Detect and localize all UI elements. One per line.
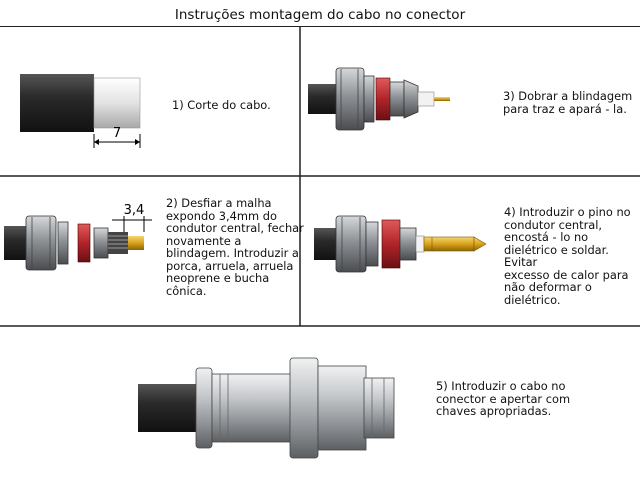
dielectric — [417, 91, 435, 107]
caption-line: porca, arruela, arruela — [166, 258, 294, 273]
nut — [335, 215, 367, 273]
step-5-illustration — [138, 357, 395, 459]
caption-line: 2) Desfiar a malha — [166, 196, 272, 210]
connector-body — [211, 373, 293, 443]
cone-bushing — [399, 227, 417, 261]
nut — [335, 67, 365, 131]
step-2-caption: 2) Desfiar a malha expondo 3,4mm do cond… — [166, 197, 304, 297]
caption-line: excesso de calor para — [504, 267, 629, 282]
neoprene-washer — [77, 223, 91, 263]
caption-line: dielétrico. — [504, 292, 561, 307]
page-title: Instruções montagem do cabo no conector — [0, 4, 640, 27]
cone-bushing — [389, 81, 405, 117]
caption-line: condutor central, — [504, 217, 603, 232]
caption-line: expondo 3,4mm do — [166, 208, 277, 223]
caption-line: 1) Corte do cabo. — [172, 98, 271, 112]
step-1-caption: 1) Corte do cabo. — [172, 99, 271, 112]
nut — [25, 215, 57, 271]
caption-line: condutor central, fechar — [166, 221, 304, 235]
step-4-illustration — [314, 215, 487, 273]
caption-line: para traz e apará - la. — [503, 101, 627, 116]
caption-line: encostá - lo no — [504, 230, 589, 244]
dielectric-insulation — [93, 77, 141, 129]
dielectric — [415, 235, 425, 253]
caption-line: cônica. — [166, 283, 207, 298]
cable-jacket — [138, 384, 200, 432]
caption-line: 5) Introduzir o cabo no — [436, 379, 566, 393]
dimension-label: 3,4 — [124, 203, 145, 218]
braid — [108, 232, 128, 254]
nut — [195, 367, 213, 449]
caption-line: conector e apertar com — [436, 391, 571, 406]
folded-braid — [403, 79, 419, 119]
connector-tip — [363, 377, 395, 439]
washer — [365, 221, 379, 267]
center-conductor — [434, 97, 450, 101]
cable-jacket — [20, 74, 94, 132]
caption-line: neoprene e bucha — [166, 271, 270, 285]
step-5-caption: 5) Introduzir o cabo no conector e apert… — [436, 380, 570, 418]
step-4-caption: 4) Introduzir o pino no condutor central… — [504, 206, 640, 306]
step-2-illustration: 3,4 — [4, 203, 152, 271]
caption-line: chaves apropriadas. — [436, 404, 552, 418]
washer — [363, 75, 375, 123]
caption-line: 4) Introduzir o pino no — [504, 205, 631, 219]
center-pin — [423, 236, 475, 252]
cone-bushing — [93, 227, 109, 259]
step-3-caption: 3) Dobrar a blindagem para traz e apará … — [503, 90, 632, 115]
caption-line: novamente a — [166, 233, 242, 248]
caption-line: 3) Dobrar a blindagem — [503, 89, 633, 103]
caption-line: dielétrico e soldar. Evitar — [504, 242, 609, 269]
exposed-conductor — [128, 236, 144, 250]
neoprene-washer — [381, 219, 401, 269]
washer — [57, 221, 69, 265]
step-3-illustration — [308, 67, 450, 131]
dimension-label: 7 — [113, 126, 121, 141]
neoprene-washer — [375, 77, 391, 121]
caption-line: blindagem. Introduzir a — [166, 246, 299, 260]
coupling-ring — [289, 357, 319, 459]
caption-line: não deformar o — [504, 280, 592, 294]
step-1-illustration: 7 — [20, 74, 141, 148]
cable-jacket — [308, 84, 340, 114]
bayonet-sleeve — [317, 365, 367, 451]
